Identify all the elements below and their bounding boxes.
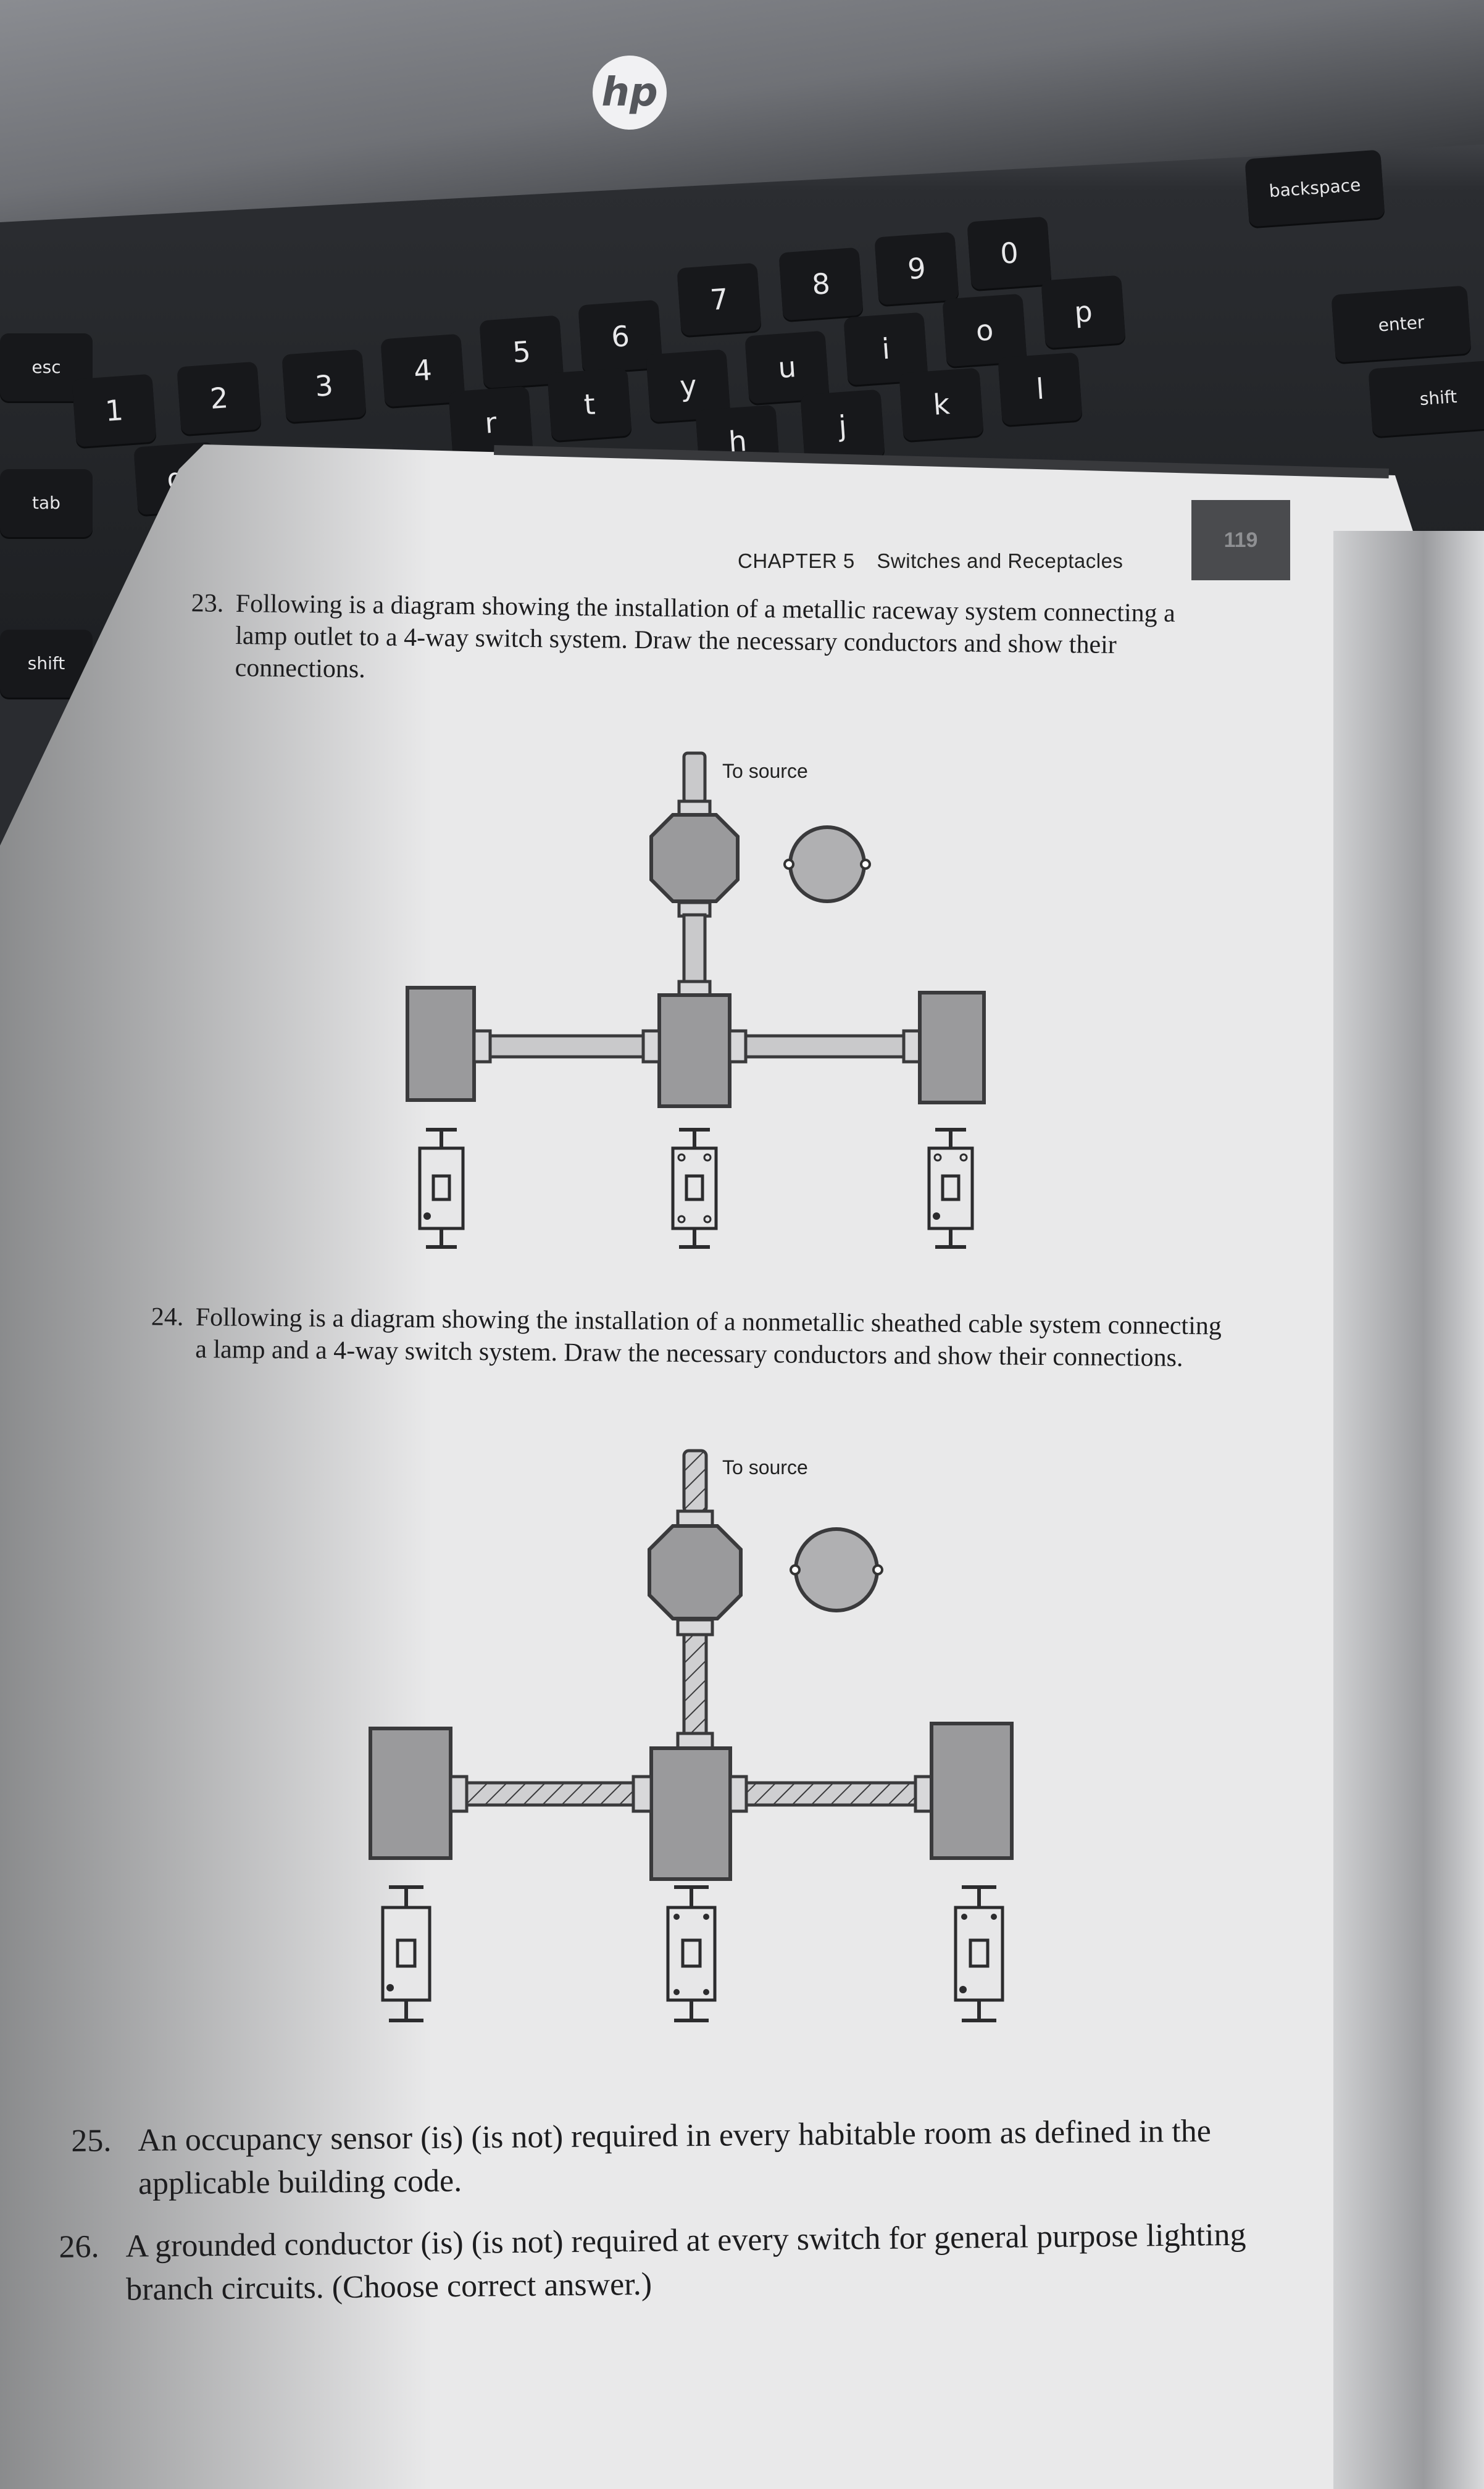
key-t[interactable]: t (547, 367, 632, 441)
source-cable (682, 1449, 708, 1514)
question-text: A grounded conductor (is) (is not) requi… (125, 2217, 1246, 2308)
key-o[interactable]: o (942, 293, 1027, 367)
switch-left (381, 1885, 431, 2022)
key-k[interactable]: k (899, 367, 984, 441)
conduit-vertical (682, 913, 707, 985)
page-number-tab: 119 (1191, 500, 1290, 580)
lamp-outlet-box (648, 1524, 743, 1620)
key-p[interactable]: p (1041, 275, 1126, 349)
question-text: Following is a diagram showing the insta… (235, 590, 1176, 684)
conduit-left (488, 1034, 645, 1059)
lamp-terminal (860, 859, 871, 870)
connector (728, 1029, 748, 1064)
four-way-switch-box (649, 1746, 732, 1881)
switch-right (927, 1128, 974, 1249)
lamp-fixture (794, 1527, 879, 1612)
key-backspace[interactable]: backspace (1244, 149, 1385, 227)
question-number: 23. (191, 589, 224, 618)
connector (676, 1509, 714, 1528)
three-way-switch-box-left (406, 986, 476, 1102)
page-number: 119 (1223, 528, 1258, 552)
connector (641, 1029, 661, 1064)
key-l[interactable]: l (998, 352, 1083, 426)
question-text: Following is a diagram showing the insta… (195, 1303, 1222, 1372)
switch-left (418, 1128, 465, 1249)
cable-vertical (682, 1633, 708, 1735)
to-source-label: To source (722, 760, 808, 782)
lamp-fixture (788, 825, 866, 903)
question-text: An occupancy sensor (is) (is not) requir… (138, 2113, 1212, 2201)
question-number: 25. (71, 2123, 112, 2159)
key-0[interactable]: 0 (967, 216, 1052, 290)
question-number: 26. (59, 2229, 99, 2265)
key-j[interactable]: j (800, 389, 885, 463)
connector (676, 1732, 714, 1750)
connector (677, 980, 712, 997)
chapter-label: CHAPTER 5 (738, 549, 855, 572)
switch-center (671, 1128, 718, 1249)
conduit-right (744, 1034, 906, 1059)
three-way-switch-box-right (930, 1722, 1014, 1860)
lamp-terminal (783, 859, 794, 870)
connector (632, 1775, 653, 1813)
key-3[interactable]: 3 (281, 349, 367, 423)
cable-left (465, 1781, 635, 1807)
lamp-terminal (872, 1564, 883, 1575)
paper-shadow (0, 444, 432, 2489)
three-way-switch-box-right (918, 991, 986, 1104)
stacked-pages-edge (1333, 531, 1484, 2489)
four-way-switch-box (657, 993, 732, 1108)
key-8[interactable]: 8 (778, 247, 864, 321)
diagram-metallic-raceway: To source (406, 751, 986, 1249)
hp-logo: hp (593, 56, 667, 130)
lamp-outlet-box (649, 813, 740, 903)
key-2[interactable]: 2 (177, 361, 262, 435)
key-u[interactable]: u (744, 330, 830, 404)
connector (902, 1029, 922, 1064)
to-source-label: To source (722, 1456, 808, 1478)
connector (449, 1775, 469, 1813)
connector (472, 1029, 492, 1064)
three-way-switch-box-left (369, 1727, 452, 1860)
key-1[interactable]: 1 (72, 373, 157, 448)
connector (728, 1775, 748, 1813)
diagram-nonmetallic-cable: To source (369, 1449, 1014, 2022)
chapter-heading: CHAPTER 5 Switches and Receptacles (738, 549, 1139, 573)
lamp-terminal (790, 1564, 801, 1575)
chapter-title: Switches and Receptacles (877, 549, 1123, 572)
key-enter[interactable]: enter (1331, 285, 1472, 363)
switch-center (666, 1885, 717, 2022)
connector (914, 1775, 933, 1813)
key-7[interactable]: 7 (677, 262, 762, 336)
question-number: 24. (151, 1303, 184, 1332)
connector (677, 799, 712, 817)
key-9[interactable]: 9 (874, 231, 959, 306)
switch-right (954, 1885, 1004, 2022)
source-conduit (682, 751, 707, 804)
key-shift-right[interactable]: shift (1368, 359, 1484, 437)
key-tab[interactable]: tab (0, 469, 93, 537)
cable-right (744, 1781, 917, 1807)
connector (676, 1618, 714, 1636)
